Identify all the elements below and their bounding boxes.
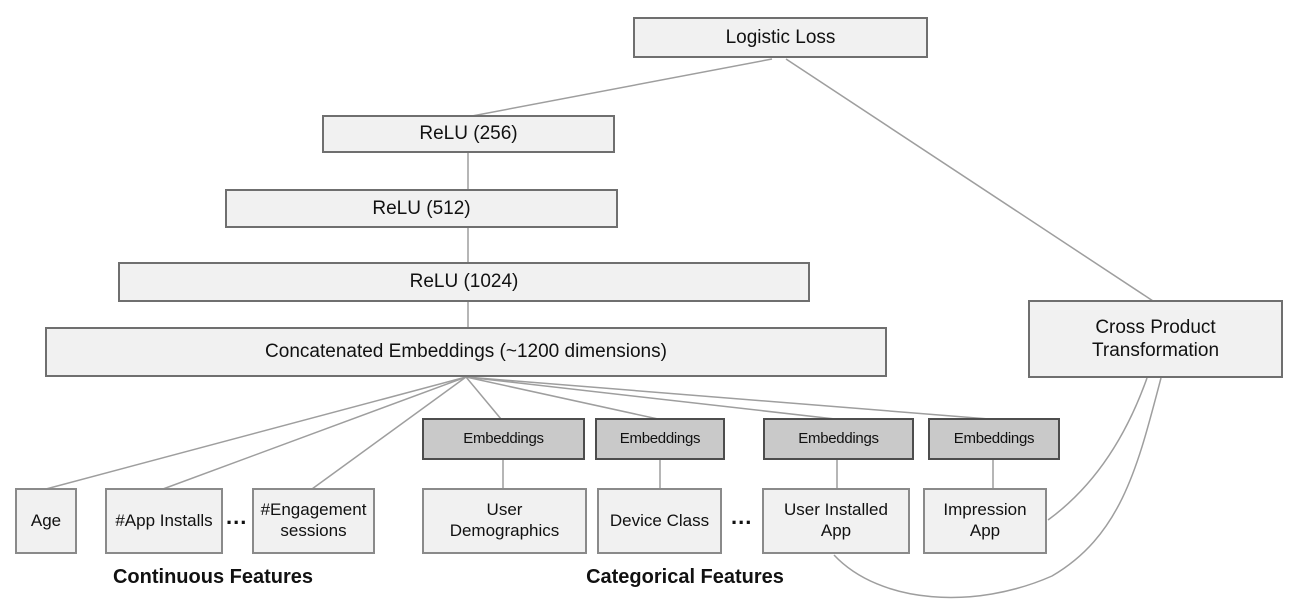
edge-crossproduct-userinstalled (833, 377, 1162, 599)
edge-concat-emb3 (465, 376, 836, 420)
relu-256-label: ReLU (256) (419, 123, 518, 145)
group-label-text: Continuous Features (112, 566, 314, 588)
cross-product-transformation-label: Cross Product Transformation (1091, 316, 1220, 361)
embeddings-box-device-class: Embeddings (595, 418, 725, 460)
edge-loss-crossproduct (785, 58, 1154, 302)
relu-1024-box: ReLU (1024) (118, 262, 810, 302)
edge-concat-emb2 (465, 376, 659, 420)
embeddings-box-user-installed-app: Embeddings (763, 418, 914, 460)
concatenated-embeddings-box: Concatenated Embeddings (~1200 dimension… (45, 327, 887, 377)
feature-engagement-sessions-box: #Engagement sessions (252, 488, 375, 554)
ellipsis-text: ... (226, 504, 248, 529)
embeddings-label: Embeddings (463, 429, 544, 447)
concatenated-embeddings-label: Concatenated Embeddings (~1200 dimension… (265, 341, 667, 363)
feature-user-installed-app-label: User Installed App (784, 500, 888, 540)
relu-256-box: ReLU (256) (322, 115, 615, 153)
feature-app-installs-box: #App Installs (105, 488, 223, 554)
feature-device-class-label: Device Class (609, 510, 710, 530)
edge-concat-appinstalls (162, 376, 467, 490)
edge-loss-relu256 (471, 58, 773, 117)
group-label-text: Categorical Features (586, 566, 784, 588)
categorical-features-group-label: Categorical Features (586, 566, 784, 589)
cross-product-transformation-box: Cross Product Transformation (1028, 300, 1283, 378)
feature-engagement-sessions-label: #Engagement sessions (260, 500, 367, 540)
embeddings-label: Embeddings (619, 429, 701, 447)
continuous-ellipsis: ... (226, 504, 247, 530)
logistic-loss-box: Logistic Loss (633, 17, 928, 58)
feature-age-label: Age (30, 510, 62, 530)
feature-impression-app-label: Impression App (943, 500, 1027, 540)
embeddings-box-impression-app: Embeddings (928, 418, 1060, 460)
feature-user-demographics-label: User Demographics (449, 500, 560, 540)
embeddings-label: Embeddings (798, 429, 879, 447)
feature-app-installs-label: #App Installs (115, 510, 213, 530)
feature-user-installed-app-box: User Installed App (762, 488, 910, 554)
logistic-loss-label: Logistic Loss (725, 26, 836, 48)
categorical-ellipsis: ... (731, 504, 752, 530)
feature-user-demographics-box: User Demographics (422, 488, 587, 554)
feature-impression-app-box: Impression App (923, 488, 1047, 554)
continuous-features-group-label: Continuous Features (113, 566, 313, 589)
relu-1024-label: ReLU (1024) (409, 271, 519, 293)
embeddings-label: Embeddings (953, 429, 1035, 447)
embeddings-box-user-demographics: Embeddings (422, 418, 585, 460)
edge-concat-emb4 (465, 376, 990, 420)
relu-512-label: ReLU (512) (372, 197, 471, 219)
feature-age-box: Age (15, 488, 77, 554)
edge-concat-engagement (311, 376, 467, 490)
ellipsis-text: ... (731, 504, 753, 529)
edge-concat-emb1 (465, 376, 502, 420)
edge-crossproduct-impression (1047, 377, 1148, 521)
relu-512-box: ReLU (512) (225, 189, 618, 228)
feature-device-class-box: Device Class (597, 488, 722, 554)
edge-concat-age (45, 376, 467, 490)
